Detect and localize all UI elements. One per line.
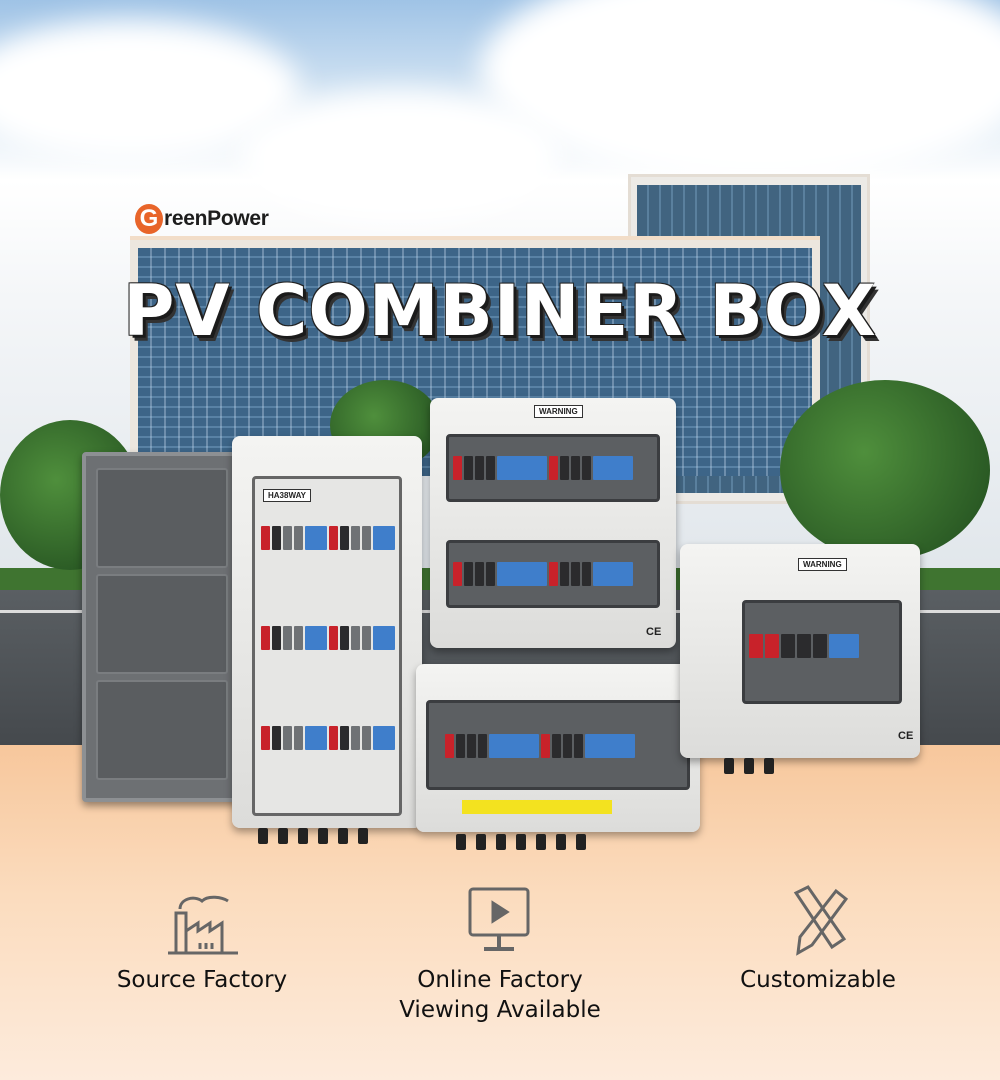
open-door (82, 452, 242, 802)
combiner-box-tall: HA38WAY (232, 436, 422, 844)
feature-customizable: Customizable (668, 885, 968, 995)
ce-mark: CE (898, 730, 914, 742)
warning-label: WARNING (534, 405, 583, 418)
feature-label: Source Factory (116, 967, 288, 993)
feature-online-viewing: Online Factory Viewing Available (350, 885, 650, 1025)
combiner-box-small: WARNING CE (680, 544, 920, 774)
feature-source-factory: Source Factory (52, 885, 352, 995)
feature-label: Customizable (740, 967, 896, 993)
warning-label: WARNING (798, 558, 847, 571)
greenpower-logo: G reenPower (135, 204, 269, 234)
panel-label: HA38WAY (263, 489, 311, 502)
combiner-box-wide (416, 664, 700, 850)
feature-label: Online Factory Viewing Available (399, 967, 601, 1023)
monitor-play-icon (468, 887, 530, 951)
pencil-ruler-icon (793, 885, 849, 956)
logo-text: reenPower (164, 207, 269, 230)
factory-icon (168, 895, 238, 955)
ce-mark: CE (646, 626, 662, 638)
warning-strip (462, 800, 612, 814)
logo-mark: G (135, 204, 163, 234)
tree (780, 380, 990, 560)
page-title: PV COMBINER BOX (123, 270, 877, 352)
combiner-box-double: WARNING CE (430, 398, 676, 648)
